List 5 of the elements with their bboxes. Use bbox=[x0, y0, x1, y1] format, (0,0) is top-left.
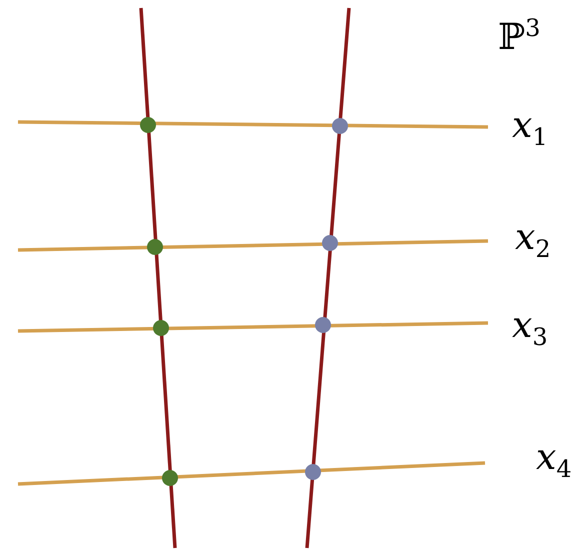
line-label: x$_{3}$ bbox=[512, 308, 548, 350]
line-label: x$_{2}$ bbox=[515, 220, 551, 262]
line-label: x$_{1}$ bbox=[512, 108, 548, 150]
space-label: ℙ$^{3}$ bbox=[498, 16, 540, 56]
line-label: x$_{4}$ bbox=[536, 440, 572, 482]
